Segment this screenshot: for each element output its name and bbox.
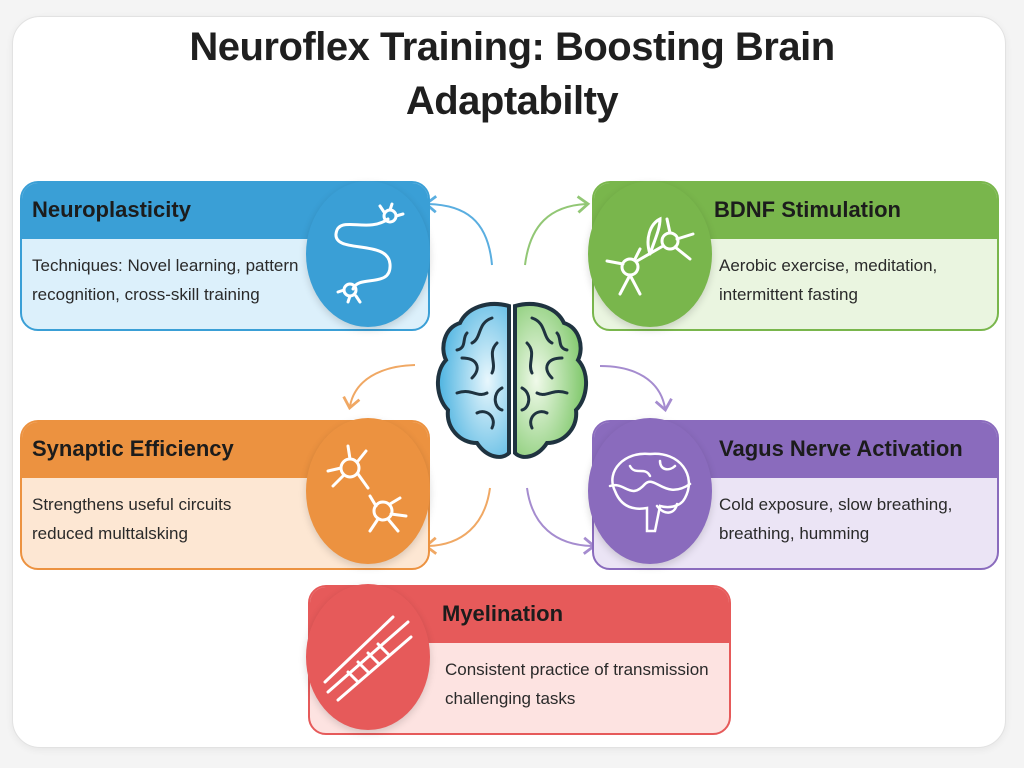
title-line-2: Adaptabilty (405, 79, 619, 123)
card-text-line: reduced multtalsking (32, 524, 188, 543)
card-heading: Myelination (442, 601, 564, 626)
synapse-icon (306, 418, 430, 564)
card-text-line: Techniques: Novel learning, pattern (32, 256, 299, 275)
card-text-line: recognition, cross-skill training (32, 285, 260, 304)
arrow-to-bdnf (524, 195, 591, 266)
neuron-pathway-icon (306, 181, 430, 327)
neuron-sprout-icon (588, 181, 712, 327)
card-heading: BDNF Stimulation (714, 197, 901, 222)
brain-icon (436, 302, 588, 459)
arrow-to-neuroplasticity (423, 195, 493, 266)
arrow-to-synaptic (342, 364, 416, 411)
arrow-to-synaptic-lower (423, 487, 491, 555)
card-text-line: Consistent practice of transmission (445, 660, 709, 679)
card-text-line: intermittent fasting (719, 285, 858, 304)
card-heading: Neuroplasticity (32, 197, 191, 222)
card-text-line: Strengthens useful circuits (32, 495, 232, 514)
card-heading: Synaptic Efficiency (32, 436, 234, 461)
title-line-1: Neuroflex Training: Boosting Brain (189, 25, 835, 69)
card-text-line: Aerobic exercise, meditation, (719, 256, 938, 275)
myelin-axon-icon (306, 584, 430, 730)
card-myelination: Myelination Consistent practice of trans… (308, 585, 731, 735)
card-text-line: Cold exposure, slow breathing, (719, 495, 953, 514)
card-text-line: challenging tasks (445, 689, 576, 708)
arrow-to-vagus (599, 365, 673, 413)
brain-outline-icon (588, 418, 712, 564)
page-title: Neuroflex Training: Boosting Brain Adapt… (0, 20, 1024, 128)
arrow-to-vagus-lower (526, 487, 597, 555)
card-text-line: breathing, humming (719, 524, 870, 543)
card-heading: Vagus Nerve Activation (719, 436, 963, 461)
